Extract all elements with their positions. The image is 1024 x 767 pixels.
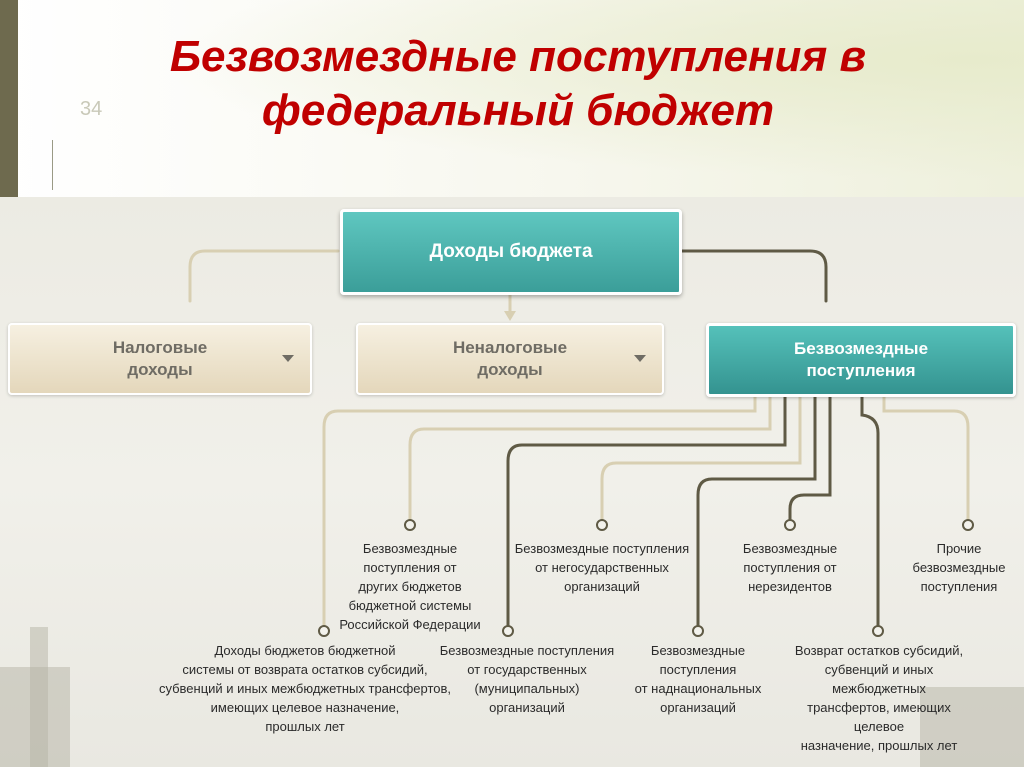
node-label: Безвозмездные поступления — [793, 339, 929, 380]
page-title: Безвозмездные поступления в федеральный … — [169, 32, 867, 135]
root-node-budget-revenue: Доходы бюджета — [340, 209, 682, 295]
leaf-non-residents: Безвозмездные поступления от нерезиденто… — [742, 541, 838, 594]
city-silhouette — [30, 627, 48, 767]
header-background — [18, 0, 1024, 200]
connector-lines — [188, 249, 974, 637]
node-tax-revenue: Налоговые доходы — [8, 323, 312, 395]
city-silhouette — [920, 687, 1024, 767]
node-label: Неналоговые доходы — [452, 338, 568, 379]
decorative-line — [52, 140, 53, 190]
leaf-return-of-subsidies-revenue: Доходы бюджетов бюджетной системы от воз… — [158, 643, 452, 734]
leaf-supranational-organizations: Безвозмездные поступления от наднационал… — [634, 643, 762, 715]
dropdown-arrow-icon — [282, 355, 294, 362]
node-non-tax-revenue: Неналоговые доходы — [356, 323, 664, 395]
slide-number: 34 — [80, 98, 103, 120]
dropdown-arrow-icon — [634, 355, 646, 362]
leaf-other-receipts: Прочие безвозмездные поступления — [912, 541, 1006, 594]
leaf-state-organizations: Безвозмездные поступления от государстве… — [439, 643, 615, 715]
leaf-other-budgets: Безвозмездные поступления от других бюдж… — [339, 541, 481, 632]
diagram-panel: Доходы бюджета Налоговые доходы Неналого… — [0, 197, 1024, 767]
node-label: Налоговые доходы — [112, 338, 208, 379]
node-gratuitous-receipts: Безвозмездные поступления — [706, 323, 1016, 397]
leaf-return-of-subsidies: Возврат остатков субсидий, субвенций и и… — [794, 643, 964, 753]
leaf-non-state-organizations: Безвозмездные поступления от негосударст… — [514, 541, 690, 594]
